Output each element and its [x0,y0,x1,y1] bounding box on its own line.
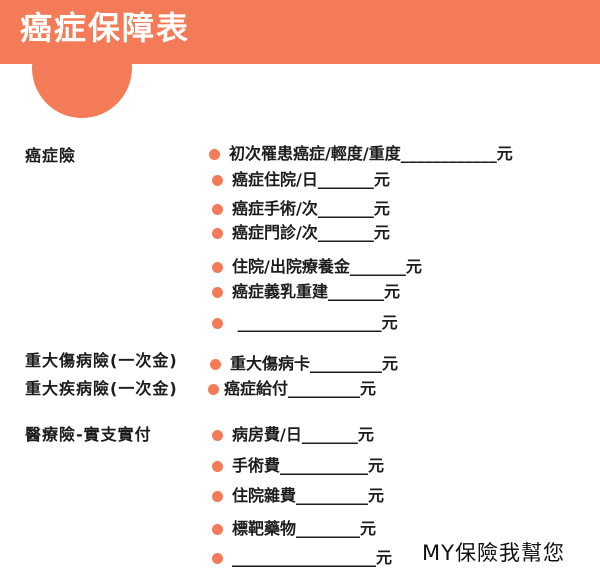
item-label: __________________元 [232,548,393,567]
category-injury: 重大傷病險(一次金) [25,351,178,370]
bullet-dot-icon [212,429,223,441]
list-item: 癌症義乳重建_______元 [212,281,400,303]
item-label: 標靶藥物________元 [232,519,377,538]
bullet-dot-icon [212,261,223,273]
item-label: 癌症手術/次_______元 [232,199,390,218]
page-title: 癌症保障表 [20,9,191,47]
decorative-circle [32,18,132,118]
bullet-dot-icon [210,358,221,370]
item-label: 重大傷病卡_________元 [230,354,399,373]
bullet-dot-icon [208,383,219,395]
watermark-text: MY保險我幫您 [422,541,565,565]
list-item: 手術費___________元 [212,455,384,477]
bullet-dot-icon [212,286,223,298]
list-item: 標靶藥物________元 [212,518,376,540]
list-item: 住院雜費_________元 [212,485,384,507]
item-label: 癌症門診/次_______元 [232,223,390,242]
list-item: 初次罹患癌症/輕度/重度____________元 [209,143,513,165]
bullet-dot-icon [212,203,223,215]
list-item: 病房費/日_______元 [212,424,374,446]
list-item: __________________元 [212,312,398,334]
item-label: 癌症給付_________元 [224,379,377,398]
list-item: 癌症門診/次_______元 [212,222,390,244]
item-label: 癌症義乳重建_______元 [232,282,401,301]
item-label: 初次罹患癌症/輕度/重度____________元 [229,144,513,163]
category-illness: 重大疾病險(一次金) [25,379,178,398]
category-cancer: 癌症險 [25,146,77,165]
list-item: __________________元 [212,547,392,569]
list-item: 癌症住院/日_______元 [212,169,390,191]
item-label: 住院/出院療養金_______元 [232,257,422,276]
bullet-dot-icon [212,490,223,502]
bullet-dot-icon [212,227,223,239]
item-label: 癌症住院/日_______元 [232,170,390,189]
bullet-dot-icon [212,523,223,535]
list-item: 重大傷病卡_________元 [210,353,398,375]
bullet-dot-icon [212,174,223,186]
item-label: 手術費___________元 [232,456,385,475]
list-item: 癌症給付_________元 [208,378,376,400]
item-label: 病房費/日_______元 [232,425,374,444]
item-label: 住院雜費_________元 [232,486,385,505]
bullet-dot-icon [212,317,223,329]
bullet-dot-icon [212,552,223,564]
bullet-dot-icon [209,148,220,160]
bullet-dot-icon [212,460,223,472]
list-item: 住院/出院療養金_______元 [212,256,422,278]
list-item: 癌症手術/次_______元 [212,198,390,220]
item-label: __________________元 [232,313,398,332]
category-medical: 醫療險-實支實付 [25,425,152,444]
